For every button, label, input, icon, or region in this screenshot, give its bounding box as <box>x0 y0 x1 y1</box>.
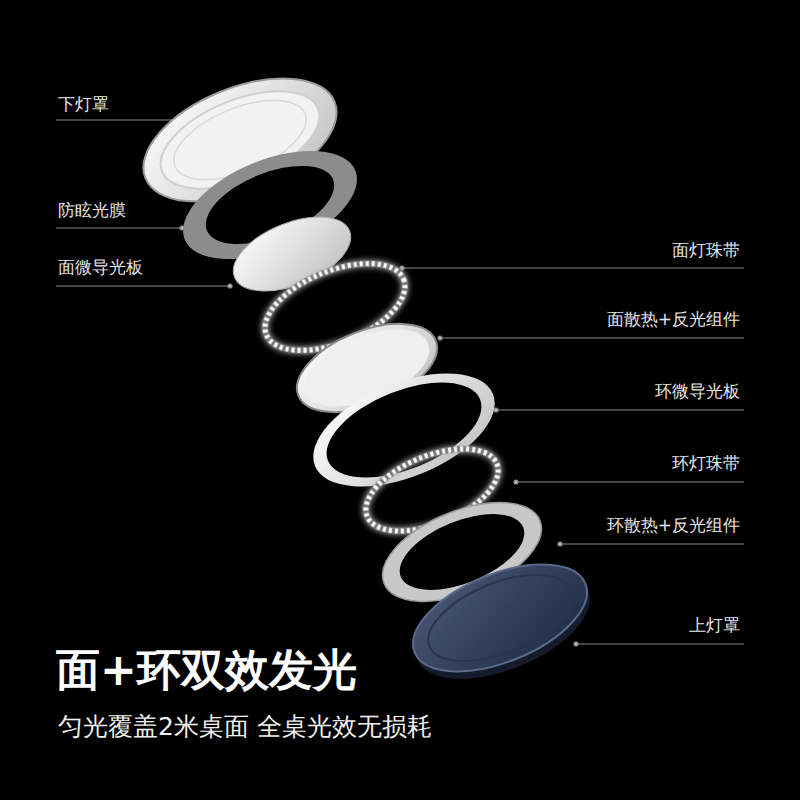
part-label: 防眩光膜 <box>58 200 126 220</box>
part-label: 下灯罩 <box>58 94 109 114</box>
part-label: 环散热+反光组件 <box>607 515 740 535</box>
part-label: 上灯罩 <box>689 615 740 635</box>
part-label: 面灯珠带 <box>672 240 740 260</box>
headline: 面+环双效发光 <box>56 644 357 697</box>
part-label: 面微导光板 <box>58 257 143 277</box>
part-label: 环灯珠带 <box>672 453 740 473</box>
part-label: 面散热+反光组件 <box>607 309 740 329</box>
part-label: 环微导光板 <box>655 381 740 401</box>
subheadline: 匀光覆盖2米桌面 全桌光效无损耗 <box>58 712 432 742</box>
